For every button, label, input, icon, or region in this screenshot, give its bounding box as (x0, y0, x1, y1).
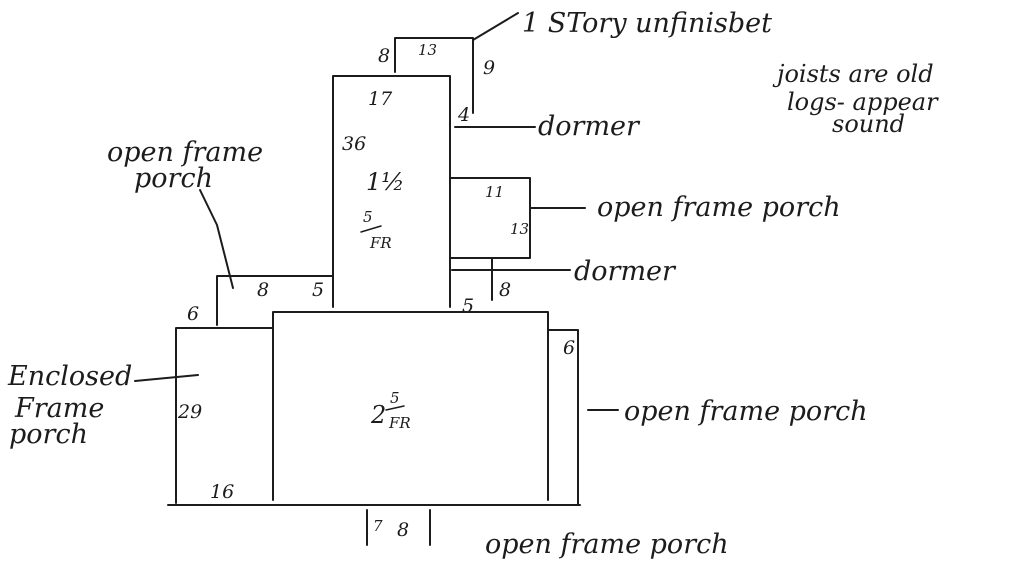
dim-upper-right-bottom: 5 (462, 295, 474, 317)
main-house-label-num: 5 (390, 389, 400, 407)
right-porch-outline (449, 177, 531, 259)
enclosed-porch-label-line2: Frame (14, 393, 104, 424)
dim-top-porch-right: 9 (483, 57, 495, 79)
dim-upper-right-offset: 4 (457, 104, 470, 126)
main-house-label-whole: 2 (370, 401, 386, 429)
dormer-upper-label: dormer (538, 111, 641, 142)
dim-right-side-porch: 6 (563, 337, 575, 359)
dim-top-porch-top: 13 (418, 41, 437, 59)
main-house-fraction-bar (385, 405, 405, 411)
top-porch-note-leader (472, 12, 519, 41)
dim-upper-top: 17 (368, 88, 393, 110)
upper-section-label-den: FR (369, 234, 392, 252)
enclosed-porch-label-line1: Enclosed (7, 361, 132, 392)
left-porch-leader (199, 189, 234, 289)
bottom-porch-outline (366, 509, 431, 546)
dim-top-porch-left: 8 (378, 45, 390, 67)
dormer-lower-label: dormer (574, 256, 677, 287)
dim-left-porch-top: 8 (257, 279, 269, 301)
right-porch-label: open frame porch (597, 192, 841, 223)
joists-note-line1: joists are old (772, 60, 934, 88)
dim-right-porch-right: 13 (510, 220, 529, 238)
top-porch-outline (394, 37, 474, 114)
joists-note-line2: logs- appear (787, 88, 939, 116)
dim-right-porch-top: 11 (485, 183, 504, 201)
upper-section-label-num: 5 (363, 208, 373, 226)
right-side-porch-label: open frame porch (624, 396, 868, 427)
enclosed-porch-leader (134, 374, 199, 382)
enclosed-porch-label-line3: porch (9, 419, 88, 450)
dim-left-porch-left: 6 (187, 303, 199, 325)
dim-enclosed-width: 16 (210, 481, 234, 503)
dim-bottom-porch-left: 7 (373, 517, 383, 535)
top-note-label: 1 STory unfinisbet (522, 8, 772, 39)
dim-right-porch-lower: 8 (499, 279, 511, 301)
dim-upper-left: 36 (342, 133, 366, 155)
left-porch-label-line1: open frame (107, 137, 263, 168)
dim-enclosed-height: 29 (177, 401, 202, 423)
dim-left-porch-right: 5 (312, 279, 324, 301)
bottom-porch-label: open frame porch (485, 529, 729, 560)
upper-section-fraction-bar (360, 225, 382, 233)
main-house-label-den: FR (388, 414, 411, 432)
joists-note-line3: sound (832, 110, 905, 138)
left-porch-label-line2: porch (134, 163, 213, 194)
left-porch-outline (216, 275, 334, 326)
enclosed-porch-outline (175, 327, 274, 504)
main-house-outline (272, 311, 549, 501)
dim-bottom-porch-right: 8 (397, 519, 409, 541)
right-side-porch-outline (547, 329, 579, 506)
upper-section-outline (332, 75, 451, 308)
upper-section-label-line1: 1½ (366, 168, 405, 196)
